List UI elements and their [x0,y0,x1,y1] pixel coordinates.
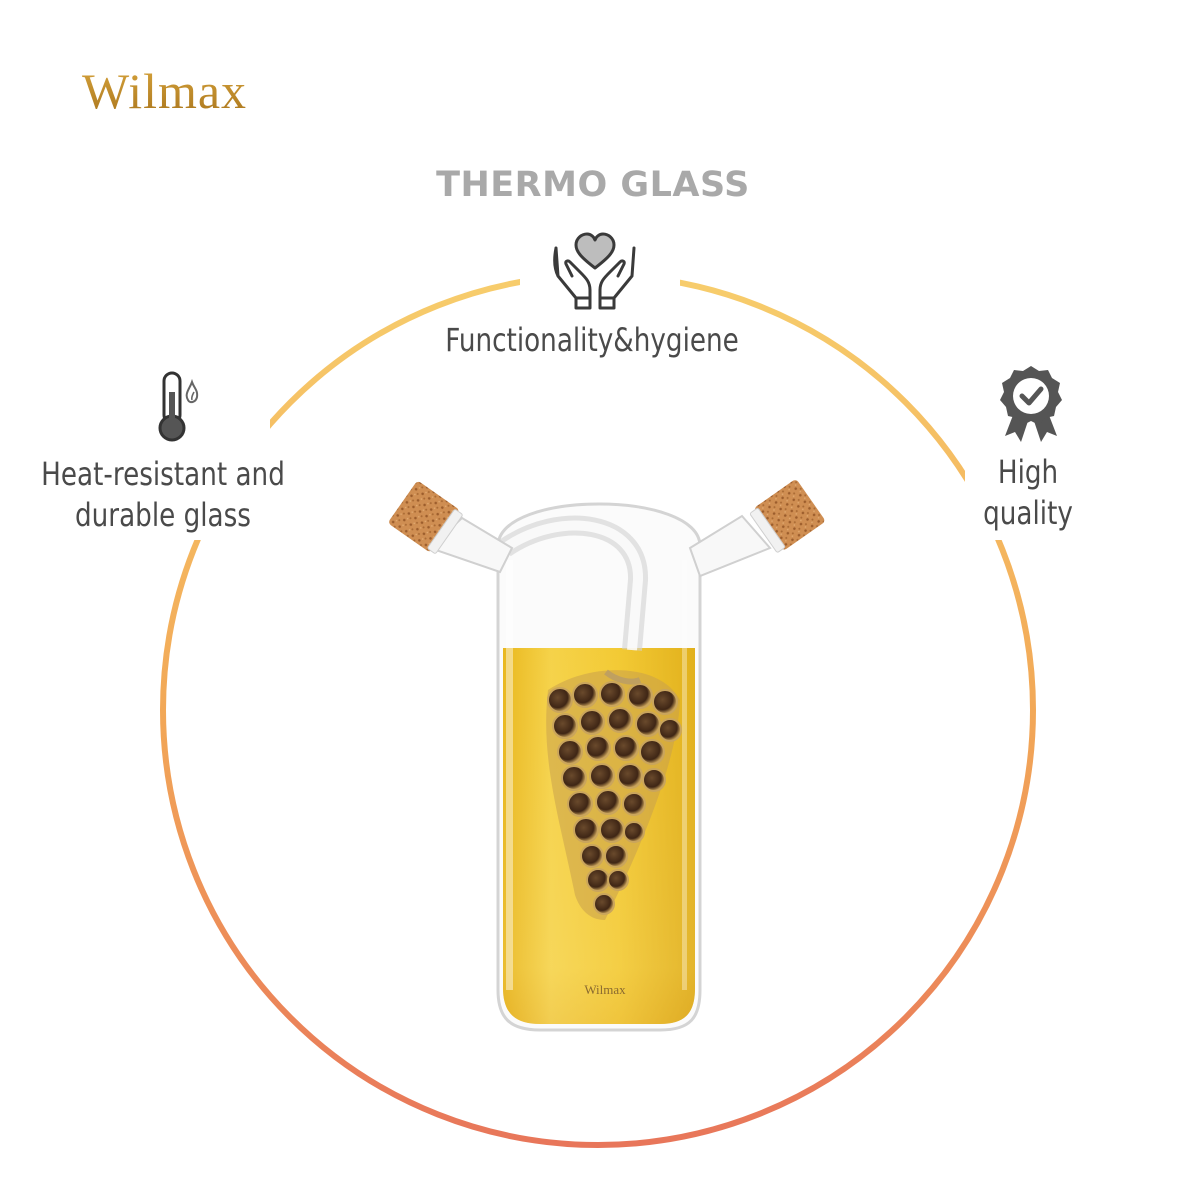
feature-functionality-label: Functionality&hygiene [445,321,739,359]
feature-heat-line1: Heat-resistant and [41,455,285,493]
hands-heart-icon [553,232,636,310]
thermometer-icon [158,371,199,442]
page-subtitle: THERMO GLASS [436,165,750,205]
feature-quality-label: High quality [948,452,1109,534]
quality-badge-icon [1000,366,1062,442]
feature-heat-label: Heat-resistant and durable glass [29,454,296,536]
feature-quality-line1: High [997,453,1059,491]
grape-cluster [547,681,682,915]
feature-heat-line2: durable glass [75,496,251,534]
bottle-brand-mark: Wilmax [584,982,626,997]
brand-logo: Wilmax [82,63,248,119]
feature-quality-line2: quality [983,494,1073,532]
